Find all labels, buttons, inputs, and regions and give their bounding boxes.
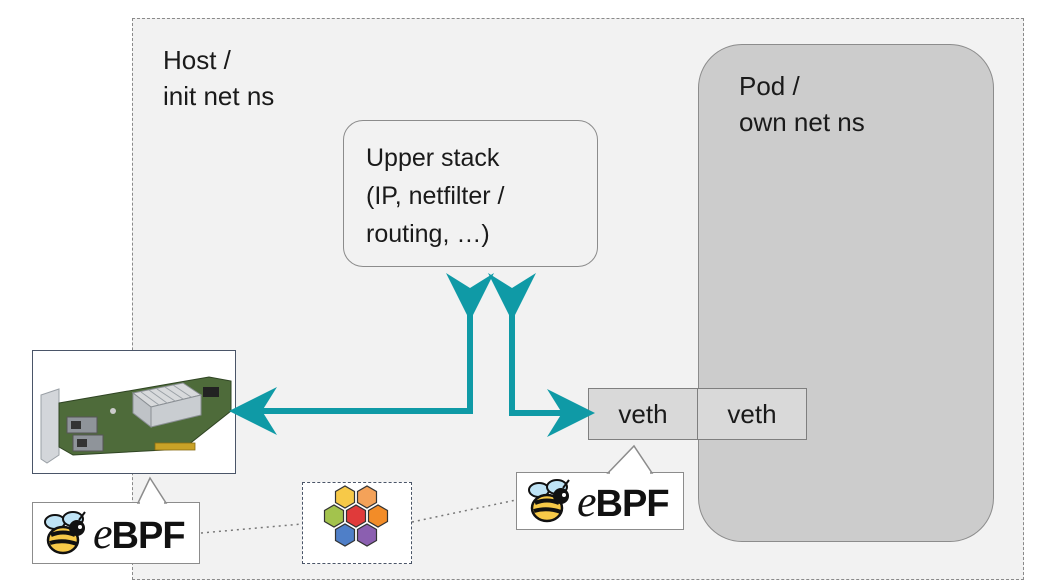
map-hexagon	[356, 485, 378, 509]
ebpf-callout-nic: eBPF	[32, 502, 200, 564]
map-hexagon	[334, 485, 356, 509]
map-hexagon	[323, 504, 345, 528]
ebpf-wordmark: eBPF	[577, 476, 670, 527]
upper-stack-box	[343, 120, 598, 267]
nic-box	[32, 350, 236, 474]
ebpf-bpf: BPF	[111, 514, 186, 557]
upper-stack-label: Upper stack (IP, netfilter / routing, …)	[366, 144, 505, 248]
ebpf-e: e	[577, 476, 597, 526]
pod-label: Pod / own net ns	[739, 71, 865, 137]
map-hexagon	[345, 504, 367, 528]
veth-host-end: veth	[588, 388, 698, 440]
pod-namespace-box	[698, 44, 994, 542]
bpf-maps-box	[302, 482, 412, 564]
nic-card-icon	[33, 351, 233, 471]
host-label: Host / init net ns	[163, 45, 275, 111]
map-hexagon	[356, 523, 378, 547]
map-hexagon	[367, 504, 389, 528]
map-hexagon	[334, 523, 356, 547]
bee-icon	[44, 511, 86, 555]
bee-icon	[528, 479, 570, 523]
bpf-maps-icon	[323, 485, 389, 547]
ebpf-bpf: BPF	[595, 482, 670, 525]
ebpf-e: e	[93, 508, 113, 558]
ebpf-wordmark: eBPF	[93, 508, 186, 559]
ebpf-callout-veth: eBPF	[516, 472, 684, 530]
veth-pod-end: veth	[697, 388, 807, 440]
